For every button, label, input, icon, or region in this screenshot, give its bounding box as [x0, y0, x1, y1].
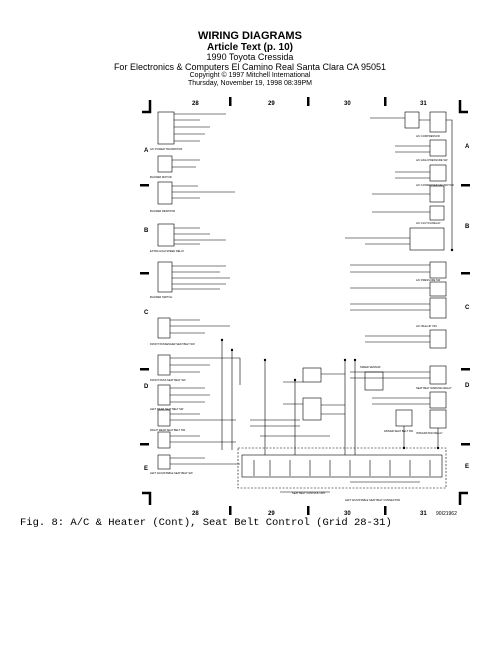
- label-ac-clutch-relay: A/C CLUTCH RELAY: [416, 221, 441, 225]
- grid-col-29: 29: [268, 101, 275, 107]
- label-left-adjustable-seat-belt-sw: LEFT ADJUSTABLE SEAT BELT SW: [150, 471, 193, 475]
- grid-row-a: A: [144, 148, 149, 154]
- label-front-pass-seat-belt-sw: FRONT PASS SEAT BELT SW: [150, 378, 186, 382]
- label-ac-pressure-sw: A/C PRESSURE SW: [416, 278, 441, 282]
- grid-row-a-right: A: [465, 144, 470, 150]
- page-title: WIRING DIAGRAMS: [198, 30, 302, 42]
- grid-ticks: [140, 97, 470, 515]
- grid-col-28-bottom: 28: [192, 511, 199, 517]
- label-blower-resistor: BLOWER RESISTOR: [150, 209, 175, 213]
- label-blower-switch: BLOWER SWITCH: [150, 295, 172, 299]
- grid-col-28: 28: [192, 101, 199, 107]
- label-ac-idle-up-vsv: A/C IDLE-UP VSV: [416, 324, 437, 328]
- grid-row-c: C: [144, 310, 149, 316]
- grid-row-e: E: [144, 466, 148, 472]
- label-right-rear-seat-belt-sw: RIGHT REAR SEAT BELT SW: [150, 428, 186, 432]
- grid-row-b-right: B: [465, 224, 470, 230]
- label-integration-relay: INTEGRATION RELAY: [416, 431, 443, 435]
- grid-col-30-bottom: 30: [344, 511, 351, 517]
- grid-col-29-bottom: 29: [268, 511, 275, 517]
- vehicle-line: 1990 Toyota Cressida: [206, 52, 294, 62]
- label-ac-condenser-fan-motor: A/C CONDENSER FAN MOTOR: [416, 183, 454, 187]
- grid-row-c-right: C: [465, 305, 470, 311]
- label-seat-belt-warning-relay: SEAT BELT WARNING RELAY: [416, 386, 452, 390]
- label-seat-belt-control-unit: SEAT BELT CONTROL UNIT: [292, 491, 326, 495]
- grid-row-d-right: D: [465, 383, 470, 389]
- frame-brackets: [142, 100, 468, 505]
- grid-row-b: B: [144, 228, 149, 234]
- connector-dots: [220, 248, 454, 450]
- label-ac-power-transistor: A/C POWER TRANSISTOR: [150, 147, 182, 151]
- figure-caption: Fig. 8: A/C & Heater (Cont), Seat Belt C…: [20, 517, 392, 529]
- grid-row-d: D: [144, 384, 149, 390]
- publisher-line: For Electronics & Computers El Camino Re…: [113, 62, 387, 72]
- label-ac-high-pressure-sw: A/C HIGH PRESSURE SW: [416, 158, 448, 162]
- timestamp-line: Thursday, November 19, 1998 08:39PM: [188, 80, 312, 87]
- grid-col-31: 31: [420, 101, 427, 107]
- wire-traces: [157, 111, 453, 493]
- copyright-line: Copyright © 1997 Mitchell International: [189, 72, 311, 79]
- label-ac-compressor: A/C COMPRESSOR: [416, 134, 440, 138]
- label-extra-high-speed-relay: EXTRA HIGH SPEED RELAY: [150, 249, 185, 253]
- grid-row-e-right: E: [465, 464, 469, 470]
- label-left-rear-seat-belt-sw: LEFT REAR SEAT BELT SW: [150, 407, 184, 411]
- label-left-adjustable-seat-belt-connector: LEFT ADJUSTABLE SEAT BELT CONNECTOR: [345, 498, 400, 502]
- article-subtitle: Article Text (p. 10): [207, 42, 293, 53]
- grid-col-30: 30: [344, 101, 351, 107]
- label-speed-sensor: SPEED SENSOR: [360, 365, 381, 369]
- label-front-passenger-seat-belt-sw: FRONT PASSENGER SEAT BELT SW: [150, 342, 195, 346]
- figure-id: 90I21962: [436, 511, 457, 517]
- grid-col-31-bottom: 31: [420, 511, 427, 517]
- label-driver-seat-belt-sw: DRIVER SEAT BELT SW: [384, 429, 413, 433]
- label-blower-motor: BLOWER MOTOR: [150, 175, 172, 179]
